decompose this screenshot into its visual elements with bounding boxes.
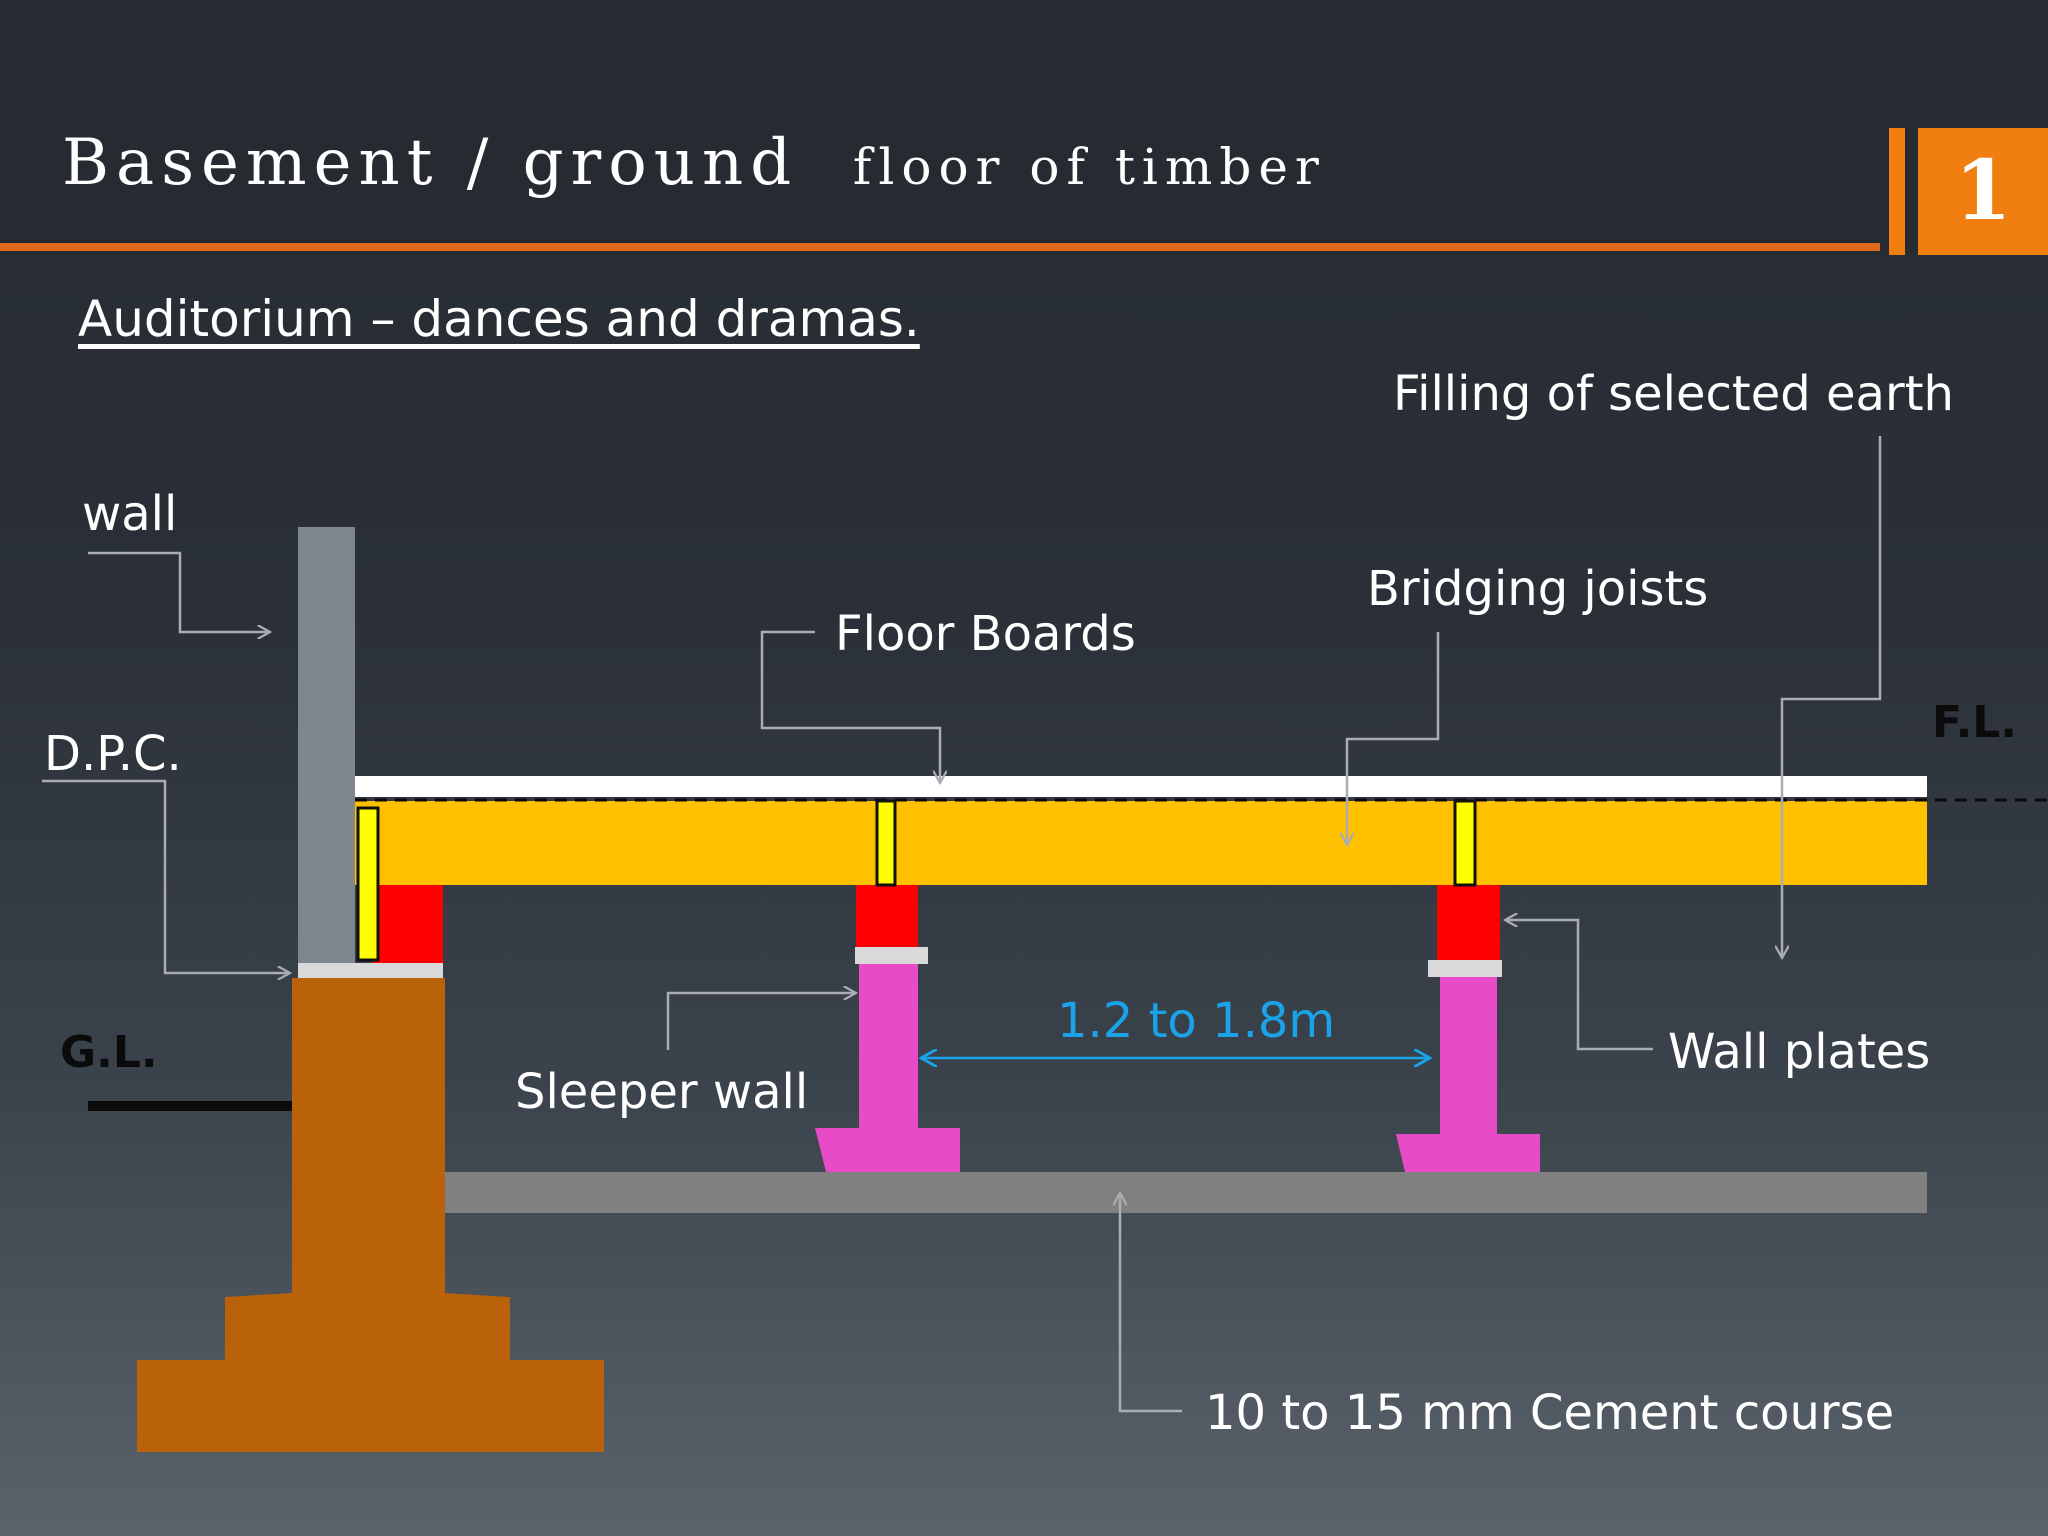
bridging-block-middle <box>875 799 897 887</box>
wall-plate-right <box>1437 885 1500 960</box>
wall-plate-left <box>373 885 443 963</box>
header-band <box>0 0 2048 250</box>
label-fl: F.L. <box>1932 697 2017 748</box>
leader-bridging-joists <box>1347 632 1440 845</box>
wall-foundation <box>137 978 604 1452</box>
slide-subtitle: Auditorium – dances and dramas. <box>78 290 920 348</box>
floor-boards <box>355 776 1927 797</box>
wall-plate-middle <box>856 885 918 947</box>
label-cement-course: 10 to 15 mm Cement course <box>1205 1385 1894 1441</box>
label-gl: G.L. <box>60 1027 158 1078</box>
slide-number-badge: 1 <box>1918 128 2048 255</box>
leader-dpc <box>42 779 290 973</box>
leader-wall-plates <box>1505 920 1653 1051</box>
leader-cement-course <box>1120 1193 1182 1413</box>
label-wall: wall <box>82 486 177 542</box>
leader-filling <box>1782 436 1882 958</box>
label-floor-boards: Floor Boards <box>835 606 1136 662</box>
slide-title: Basement / ground floor of timber <box>62 126 1326 200</box>
label-spacing: 1.2 to 1.8m <box>1057 993 1335 1049</box>
leader-wall <box>88 551 270 632</box>
label-filling: Filling of selected earth <box>1393 366 1954 422</box>
wall <box>298 527 355 963</box>
dpc-layer <box>298 963 443 978</box>
label-wall-plates: Wall plates <box>1668 1024 1930 1080</box>
bridging-joist <box>355 801 1927 885</box>
title-sub: floor of timber <box>852 138 1326 196</box>
title-main: Basement / ground <box>62 126 799 200</box>
cement-course <box>445 1172 1927 1213</box>
label-bridging-joists: Bridging joists <box>1367 561 1708 617</box>
dpc-sleeper-right <box>1428 960 1502 977</box>
sleeper-wall-middle <box>815 964 960 1172</box>
label-dpc: D.P.C. <box>44 726 182 782</box>
dpc-sleeper-middle <box>855 947 928 964</box>
slide-badge-accent <box>1889 128 1905 255</box>
bridging-block-left <box>356 806 380 962</box>
bridging-block-right <box>1453 799 1477 887</box>
leader-floor-boards <box>760 630 940 783</box>
label-sleeper-wall: Sleeper wall <box>515 1064 808 1120</box>
leader-sleeper-wall <box>666 993 856 1050</box>
title-underline <box>0 243 1880 251</box>
sleeper-wall-right <box>1396 977 1540 1172</box>
